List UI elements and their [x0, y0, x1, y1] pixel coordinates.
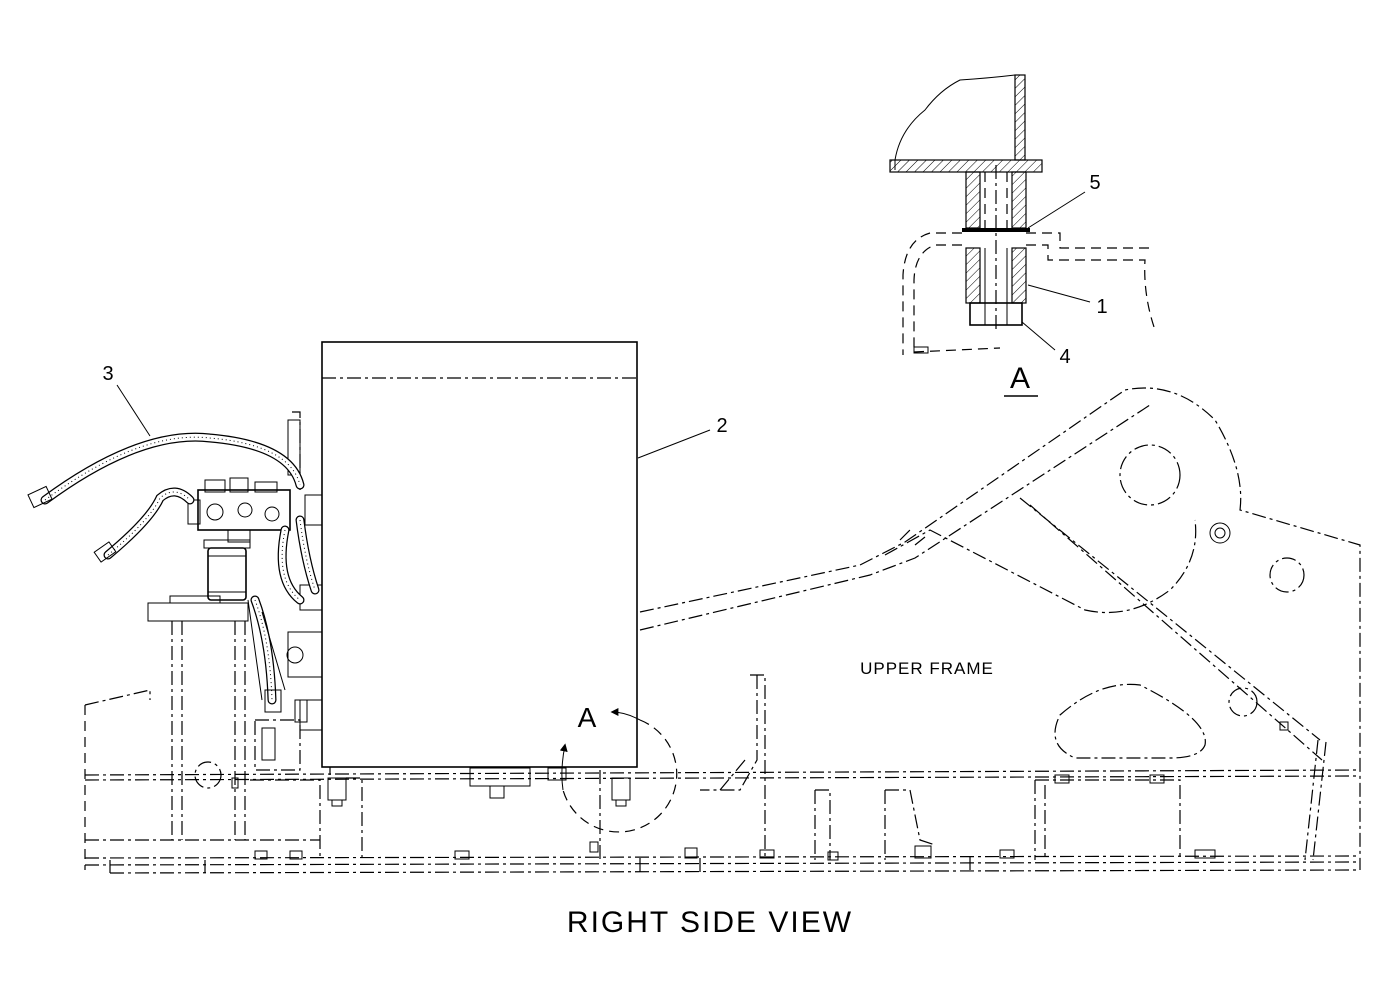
callout-5: 5 [1089, 172, 1100, 194]
hoses [27, 432, 320, 723]
view-title: RIGHT SIDE VIEW [567, 906, 853, 939]
detail-title: A [1010, 362, 1030, 395]
filter-stand [147, 411, 321, 860]
callout-3: 3 [102, 363, 113, 385]
callout-2: 2 [716, 415, 727, 437]
callout-1: 1 [1096, 296, 1107, 318]
upper-frame-outline [84, 387, 1361, 874]
valve-assembly [187, 477, 323, 731]
detail-a-view: A [889, 74, 1156, 397]
tank-box [321, 341, 638, 860]
detail-marker-label: A [578, 702, 597, 733]
detail-a-marker: A [559, 702, 678, 833]
callout-4: 4 [1059, 346, 1070, 368]
callout-leaders [116, 191, 1091, 459]
upper-frame-label: UPPER FRAME [860, 659, 994, 678]
